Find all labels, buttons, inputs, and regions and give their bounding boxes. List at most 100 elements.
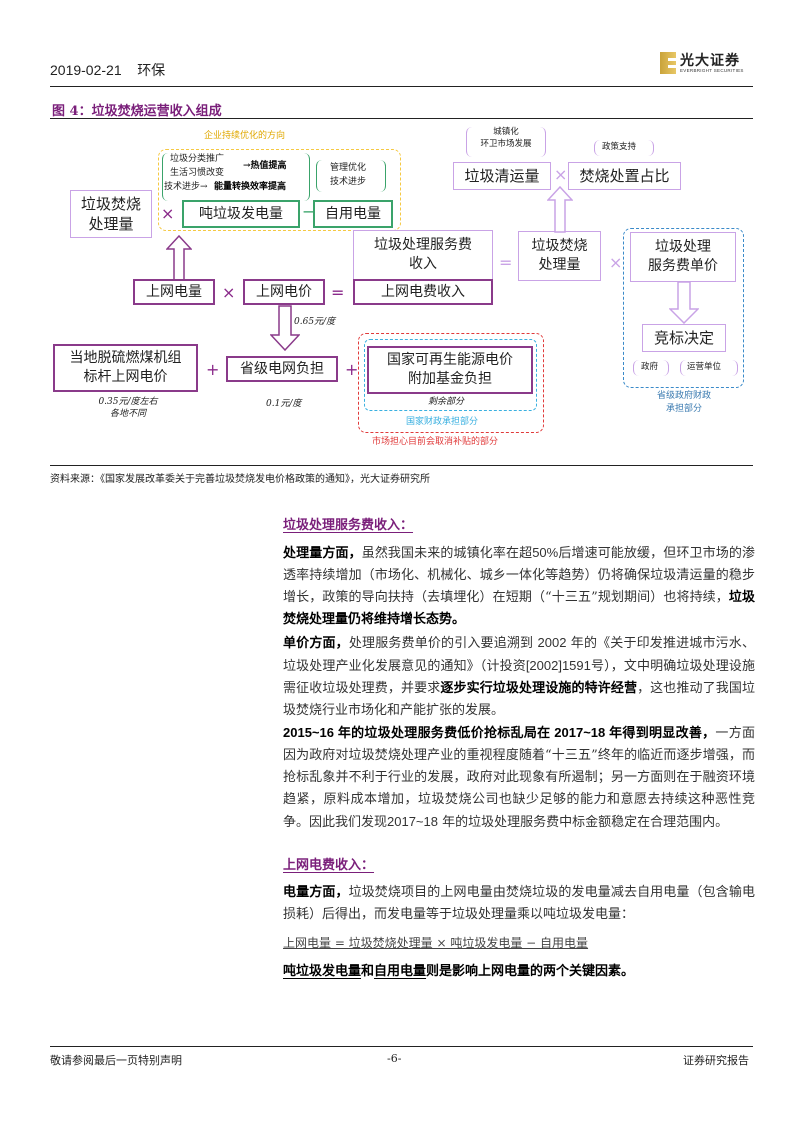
box-process-volume-left: 垃圾焚烧 处理量	[70, 190, 152, 238]
box-text: 垃圾焚烧	[80, 194, 141, 213]
box-per-ton-generation: 吨垃圾发电量	[182, 200, 300, 228]
operator-label: 运营单位	[687, 362, 722, 372]
box-text: 垃圾焚烧	[531, 238, 588, 255]
box-text: 收入	[409, 256, 437, 272]
p2-year: 2002	[537, 635, 567, 650]
urban-l2: 环卫市场发展	[480, 138, 532, 149]
key-factor-2: 自用电量	[374, 964, 427, 979]
op-equals-1: =	[331, 283, 345, 302]
arrow-up-icon	[166, 235, 192, 281]
p2-lead: 单价方面，	[283, 636, 349, 651]
box-service-fee-income: 垃圾处理服务费 收入	[353, 230, 493, 280]
p2-highlight: 逐步实行垃圾处理设施的特许经营	[440, 681, 638, 696]
logo-e-icon	[660, 52, 676, 74]
box-text: 服务费单价	[648, 258, 718, 274]
paragraph-bidding: 2015~16 年的垃圾处理服务费低价抢标乱局在 2017~18 年得到明显改善…	[283, 722, 755, 834]
factor-sorting: 垃圾分类推广	[170, 154, 225, 164]
urban-l1: 城镇化	[493, 127, 519, 137]
result-heat-value: →热值提高	[243, 161, 287, 171]
header-divider	[50, 86, 753, 87]
box-text: 标杆上网电价	[83, 369, 168, 385]
box-bidding: 竞标决定	[642, 324, 726, 352]
op-times-4: ×	[554, 165, 568, 184]
box-text: 处理量	[538, 257, 581, 273]
market-concern-label: 市场担心目前会取消补贴的部分	[372, 437, 499, 447]
box-process-volume-right: 垃圾焚烧 处理量	[518, 231, 601, 281]
arrow-down-icon	[669, 281, 699, 324]
op-plus-1: +	[206, 360, 220, 379]
state-dashed-group	[364, 339, 537, 411]
figure-title: 图 4：垃圾焚烧运营收入组成	[52, 104, 222, 119]
p4-lead: 电量方面，	[283, 885, 349, 900]
result-efficiency: 能量转换效率提高	[214, 182, 287, 192]
logo-cn: 光大证券	[680, 53, 740, 69]
report-date-sector: 2019-02-21 环保	[50, 60, 165, 80]
p2-text3: 号），文中明确垃圾处理设施需征收垃圾处理费，并要求	[283, 659, 755, 696]
price-note: 0.65元/度	[294, 317, 336, 327]
section-title-grid-income: 上网电费收入：	[283, 858, 375, 873]
p3-years: 2017~18	[387, 814, 438, 829]
gov-label: 政府	[641, 362, 659, 372]
p2-text4: ，这也推动了我国垃圾焚烧行业市场化和产能扩张的发展。	[283, 681, 755, 718]
factor-habit: 生活习惯改变	[170, 168, 225, 178]
concl-and: 和	[361, 964, 375, 979]
footer-disclaimer: 敬请参阅最后一页特别声明	[50, 1054, 182, 1067]
report-sector: 环保	[137, 62, 166, 78]
p1-num: 50%	[532, 545, 559, 560]
op-plus-2: +	[345, 360, 359, 379]
prov-label-l1: 省级政府财政	[656, 391, 711, 401]
p1-text2: 后增速可能放缓，但环卫市场的渗透率持续增加（市场化、机械化、城乡一体化等趋势）仍…	[283, 546, 755, 605]
optimize-direction-label: 企业持续优化的方向	[204, 131, 286, 141]
box-text: 垃圾处理	[655, 239, 711, 256]
p4-text: 垃圾焚烧项目的上网电量由焚烧垃圾的发电量减去自用电量（包含输电损耗）后得出，而发…	[283, 885, 755, 922]
paragraph-electricity: 电量方面，垃圾焚烧项目的上网电量由焚烧垃圾的发电量减去自用电量（包含输电损耗）后…	[283, 882, 755, 926]
footer-divider	[50, 1046, 753, 1047]
box-grid-price: 上网电价	[243, 279, 325, 305]
factors-brace	[162, 153, 310, 201]
box-unit-price: 垃圾处理 服务费单价	[630, 232, 736, 282]
company-logo: 光大证券 EVERBRIGHT SECURITIES	[660, 50, 755, 78]
box-coal-benchmark: 当地脱硫燃煤机组 标杆上网电价	[53, 344, 198, 392]
gov-brace	[633, 360, 669, 376]
coal-note-l1: 0.35元/度左右	[98, 397, 158, 407]
concl-rest: 则是影响上网电量的两个关键因素。	[426, 964, 635, 979]
factor-tech2: 技术进步	[330, 177, 367, 187]
box-grid-quantity: 上网电量	[133, 279, 215, 305]
footer-report-type: 证券研究报告	[683, 1054, 749, 1067]
box-collection-volume: 垃圾清运量	[453, 162, 551, 190]
box-incineration-ratio: 焚烧处置占比	[568, 162, 681, 190]
prov-label-l2: 承担部分	[665, 403, 702, 414]
box-text: 国家可再生能源电价	[387, 352, 513, 369]
paragraph-unit-price: 单价方面，处理服务费单价的引入要追溯到 2002 年的《关于印发推进城市污水、垃…	[283, 632, 755, 722]
arrow-up-icon	[547, 186, 573, 233]
footer-page-number: -6-	[387, 1052, 402, 1065]
state-share-label: 国家财政承担部分	[406, 417, 479, 427]
p3-text2: 年的垃圾处理服务费中标金额稳定在合理范围内。	[442, 815, 729, 830]
box-text: 处理量	[88, 215, 134, 233]
figure-source: 资料来源：《国家发展改革委关于完善垃圾焚烧发电价格政策的通知》，光大证券研究所	[50, 474, 430, 485]
formula-grid-quantity: 上网电量 = 垃圾焚烧处理量 × 吨垃圾发电量 − 自用电量	[283, 936, 589, 950]
box-self-use: 自用电量	[313, 200, 393, 228]
urban-brace	[466, 127, 546, 157]
op-times-1: ×	[161, 204, 175, 223]
fund-note: 剩余部分	[428, 397, 465, 407]
section-title-service-fee: 垃圾处理服务费收入：	[283, 518, 414, 533]
op-minus: −	[302, 202, 316, 221]
optimize-dashed-group	[158, 149, 401, 231]
box-text: 垃圾处理服务费	[374, 237, 472, 254]
factor-tech: 技术进步→	[164, 182, 208, 192]
provincial-note: 0.1元/度	[266, 399, 302, 409]
p2-text: 处理服务费单价的引入要追溯到	[348, 636, 534, 651]
logo-en: EVERBRIGHT SECURITIES	[680, 68, 744, 73]
figure-bottom-divider	[50, 465, 753, 466]
coal-note: 0.35元/度左右 各地不同	[78, 396, 178, 420]
mgmt-brace	[316, 160, 386, 192]
box-grid-income: 上网电费收入	[353, 279, 493, 305]
paragraph-volume: 处理量方面，虽然我国未来的城镇化率在超50%后增速可能放缓，但环卫市场的渗透率持…	[283, 542, 755, 631]
urban-factors: 城镇化 环卫市场发展	[470, 127, 542, 151]
p2-text2: 年的《关于印发推进城市污水、垃圾处理产业化发展意见的通知》（计投资	[283, 636, 755, 674]
figure-top-divider	[50, 118, 753, 119]
policy-brace	[594, 140, 654, 156]
op-times-2: ×	[222, 283, 236, 302]
report-date: 2019-02-21	[50, 62, 122, 78]
